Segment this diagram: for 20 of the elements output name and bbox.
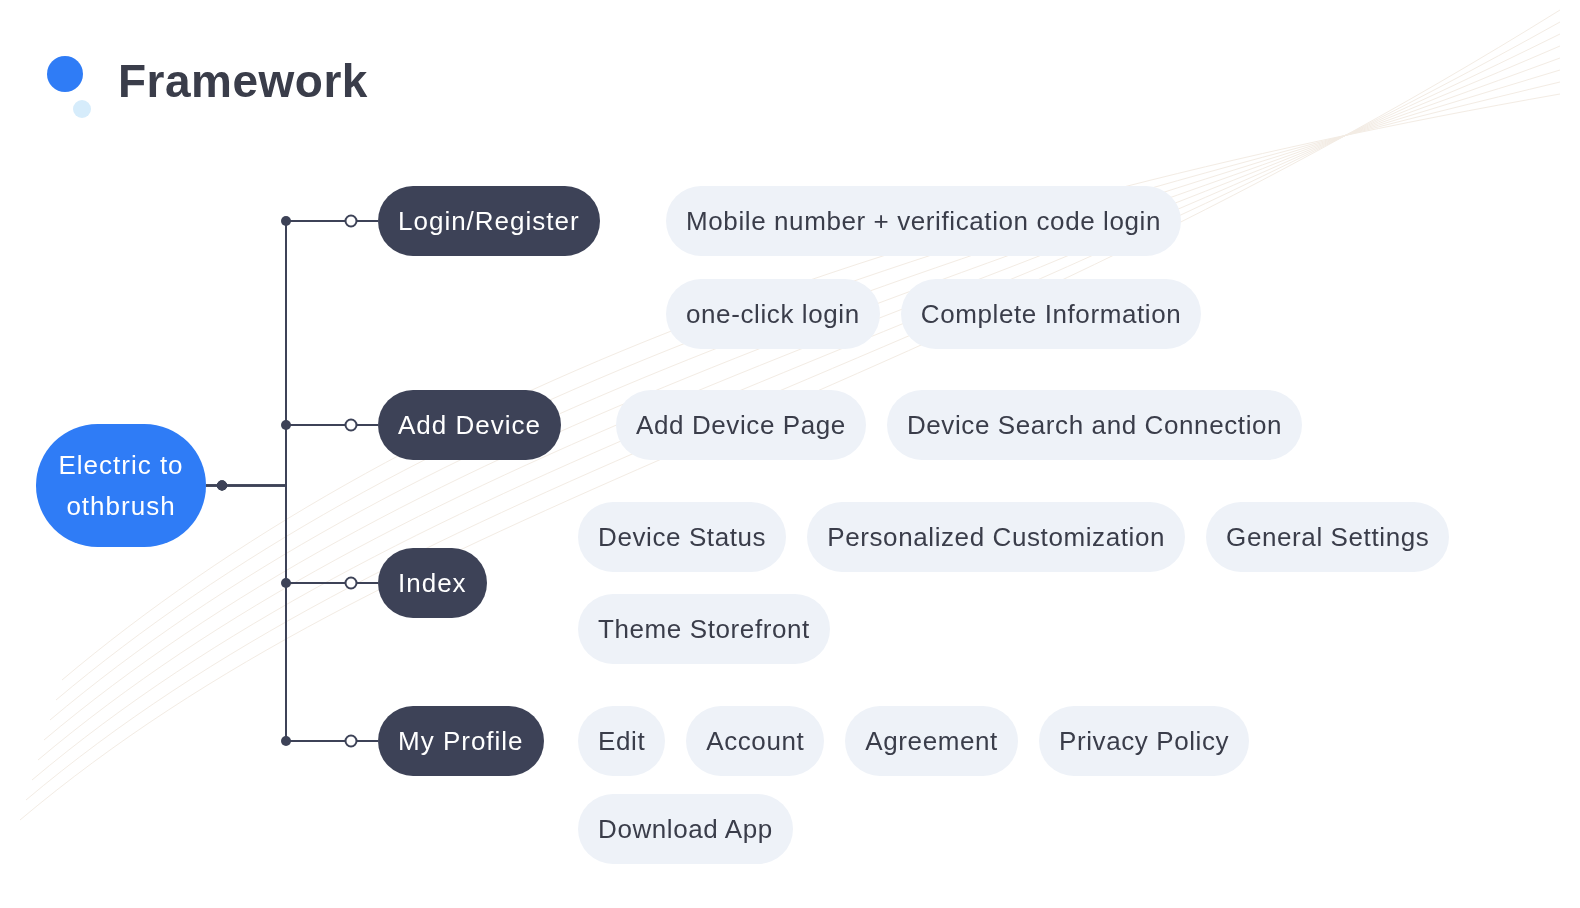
- feature-node: Complete Information: [900, 279, 1202, 349]
- feature-node: Edit: [578, 706, 666, 776]
- feature-node: Add Device Page: [616, 390, 866, 460]
- root-topic-node: Electric to othbrush: [36, 424, 206, 547]
- feature-node: General Settings: [1206, 502, 1450, 572]
- feature-node: Device Status: [578, 502, 787, 572]
- feature-node: one-click login: [666, 279, 880, 349]
- feature-node: Account: [686, 706, 825, 776]
- title: Framework: [118, 54, 368, 108]
- feature-node: Mobile number + verification code login: [666, 186, 1182, 256]
- feature-node: Theme Storefront: [578, 594, 830, 664]
- feature-node: Device Search and Connection: [886, 390, 1303, 460]
- feature-node: Download App: [578, 794, 793, 864]
- feature-node: Personalized Customization: [807, 502, 1186, 572]
- feature-node: Agreement: [845, 706, 1018, 776]
- category-node: Add Device: [378, 390, 561, 460]
- category-node: Login/Register: [378, 186, 600, 256]
- category-node: My Profile: [378, 706, 544, 776]
- category-node: Index: [378, 548, 487, 618]
- feature-node: Privacy Policy: [1038, 706, 1250, 776]
